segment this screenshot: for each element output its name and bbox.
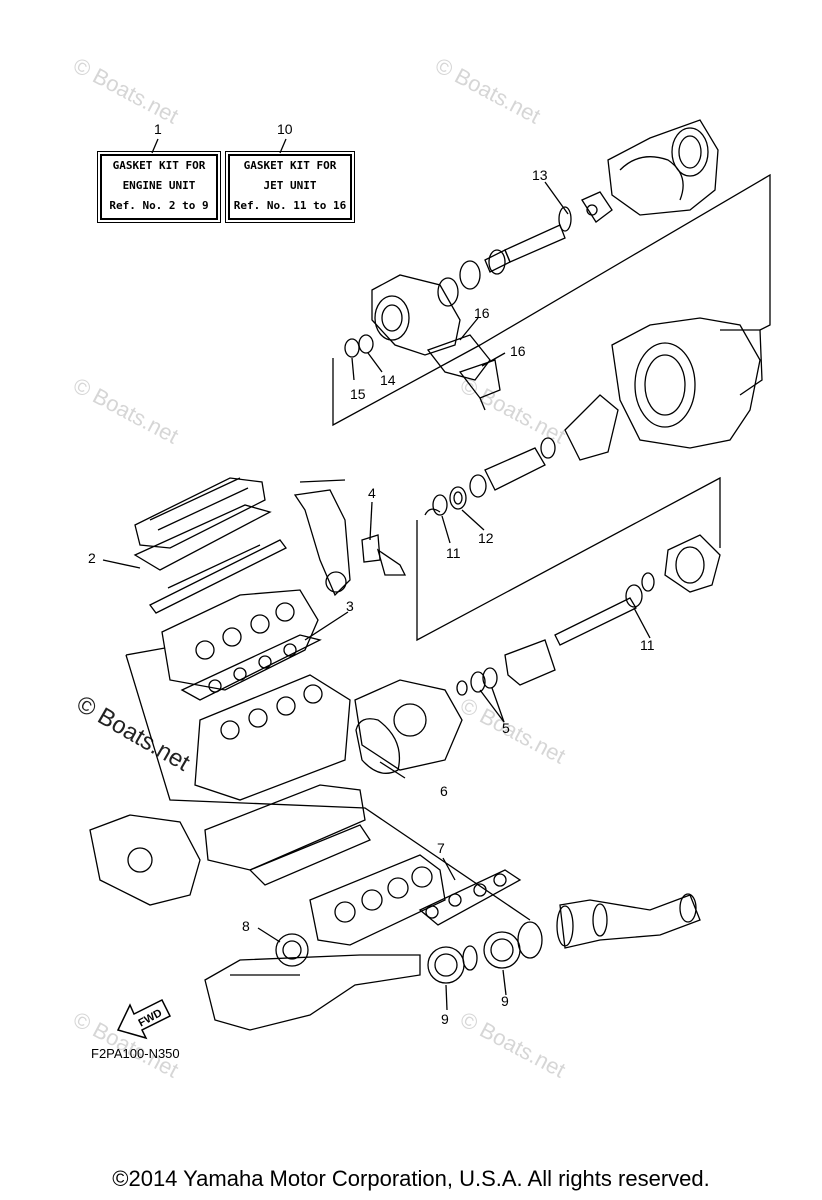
callout-7: 7: [437, 840, 445, 856]
cylinder-head-cover: [134, 477, 266, 549]
kit-line: ENGINE UNIT: [122, 179, 196, 192]
seal-15: [344, 338, 360, 358]
jet-bracket-lower: [416, 476, 721, 642]
callout-15: 15: [350, 386, 366, 402]
callout-12: 12: [478, 530, 494, 546]
callout-6: 6: [440, 783, 448, 799]
exhaust-hose: [556, 893, 701, 949]
chain-tensioner: [361, 534, 407, 576]
kit-line: GASKET KIT FOR: [243, 159, 337, 172]
kit-line: JET UNIT: [263, 179, 317, 192]
gasket-9a: [427, 946, 465, 984]
callout-16: 16: [510, 343, 526, 359]
bearing-11: [432, 494, 448, 516]
kit-line: GASKET KIT FOR: [112, 159, 206, 172]
impeller-duct: [469, 394, 619, 498]
callout-3: 3: [346, 598, 354, 614]
seal-12: [449, 486, 467, 510]
callout-13: 13: [532, 167, 548, 183]
callout-9: 9: [441, 1011, 449, 1027]
generator-cover-gasket: [355, 718, 401, 774]
bearing-5a: [470, 671, 486, 693]
cam-chain: [293, 479, 351, 597]
fwd-arrow-icon: FWD: [116, 998, 172, 1040]
cylinder-head: [161, 589, 319, 691]
generator-cover: [354, 679, 463, 774]
head-cover-gasket: [133, 504, 272, 571]
gasket-8: [275, 933, 309, 967]
callout-9: 9: [501, 993, 509, 1009]
callout-2: 2: [88, 550, 96, 566]
exhaust-gasket-7: [418, 869, 522, 926]
callout-8: 8: [242, 918, 250, 934]
camshafts: [149, 539, 287, 614]
seal-14: [358, 334, 374, 354]
jet-gasket-kit-label: GASKET KIT FOR JET UNIT Ref. No. 11 to 1…: [225, 151, 355, 223]
ref-number-kit-engine: 1: [154, 121, 162, 137]
copyright-notice: ©2014 Yamaha Motor Corporation, U.S.A. A…: [112, 1166, 710, 1191]
drive-shaft-housing: [504, 534, 721, 686]
callout-5: 5: [502, 720, 510, 736]
exhaust-manifold: [309, 854, 446, 946]
jet-pump-housing: [581, 119, 719, 223]
jet-housing: [611, 317, 763, 449]
kit-line: Ref. No. 2 to 9: [109, 199, 209, 212]
head-gasket: [180, 634, 322, 701]
gasket-9b: [483, 931, 521, 969]
crankcase: [204, 784, 371, 886]
exhaust-pipe: [204, 954, 421, 1031]
callout-14: 14: [380, 372, 396, 388]
callout-16: 16: [474, 305, 490, 321]
jet-bracket-upper: [332, 173, 771, 427]
engine-gasket-kit-label: GASKET KIT FOR ENGINE UNIT Ref. No. 2 to…: [97, 151, 221, 223]
ref-number-kit-jet: 10: [277, 121, 293, 137]
engine-bracket: [125, 654, 531, 921]
oil-pan: [89, 814, 201, 906]
kit-line: Ref. No. 11 to 16: [233, 199, 347, 212]
bearing-5b: [482, 667, 498, 689]
intermediate-housing: [371, 274, 501, 411]
figure-code: F2PA100-N350: [91, 1046, 180, 1061]
cylinder-block: [194, 674, 351, 801]
callout-4: 4: [368, 485, 376, 501]
callout-11: 11: [640, 637, 655, 653]
drive-shaft-upper: [437, 206, 572, 307]
callout-11: 11: [446, 545, 461, 561]
